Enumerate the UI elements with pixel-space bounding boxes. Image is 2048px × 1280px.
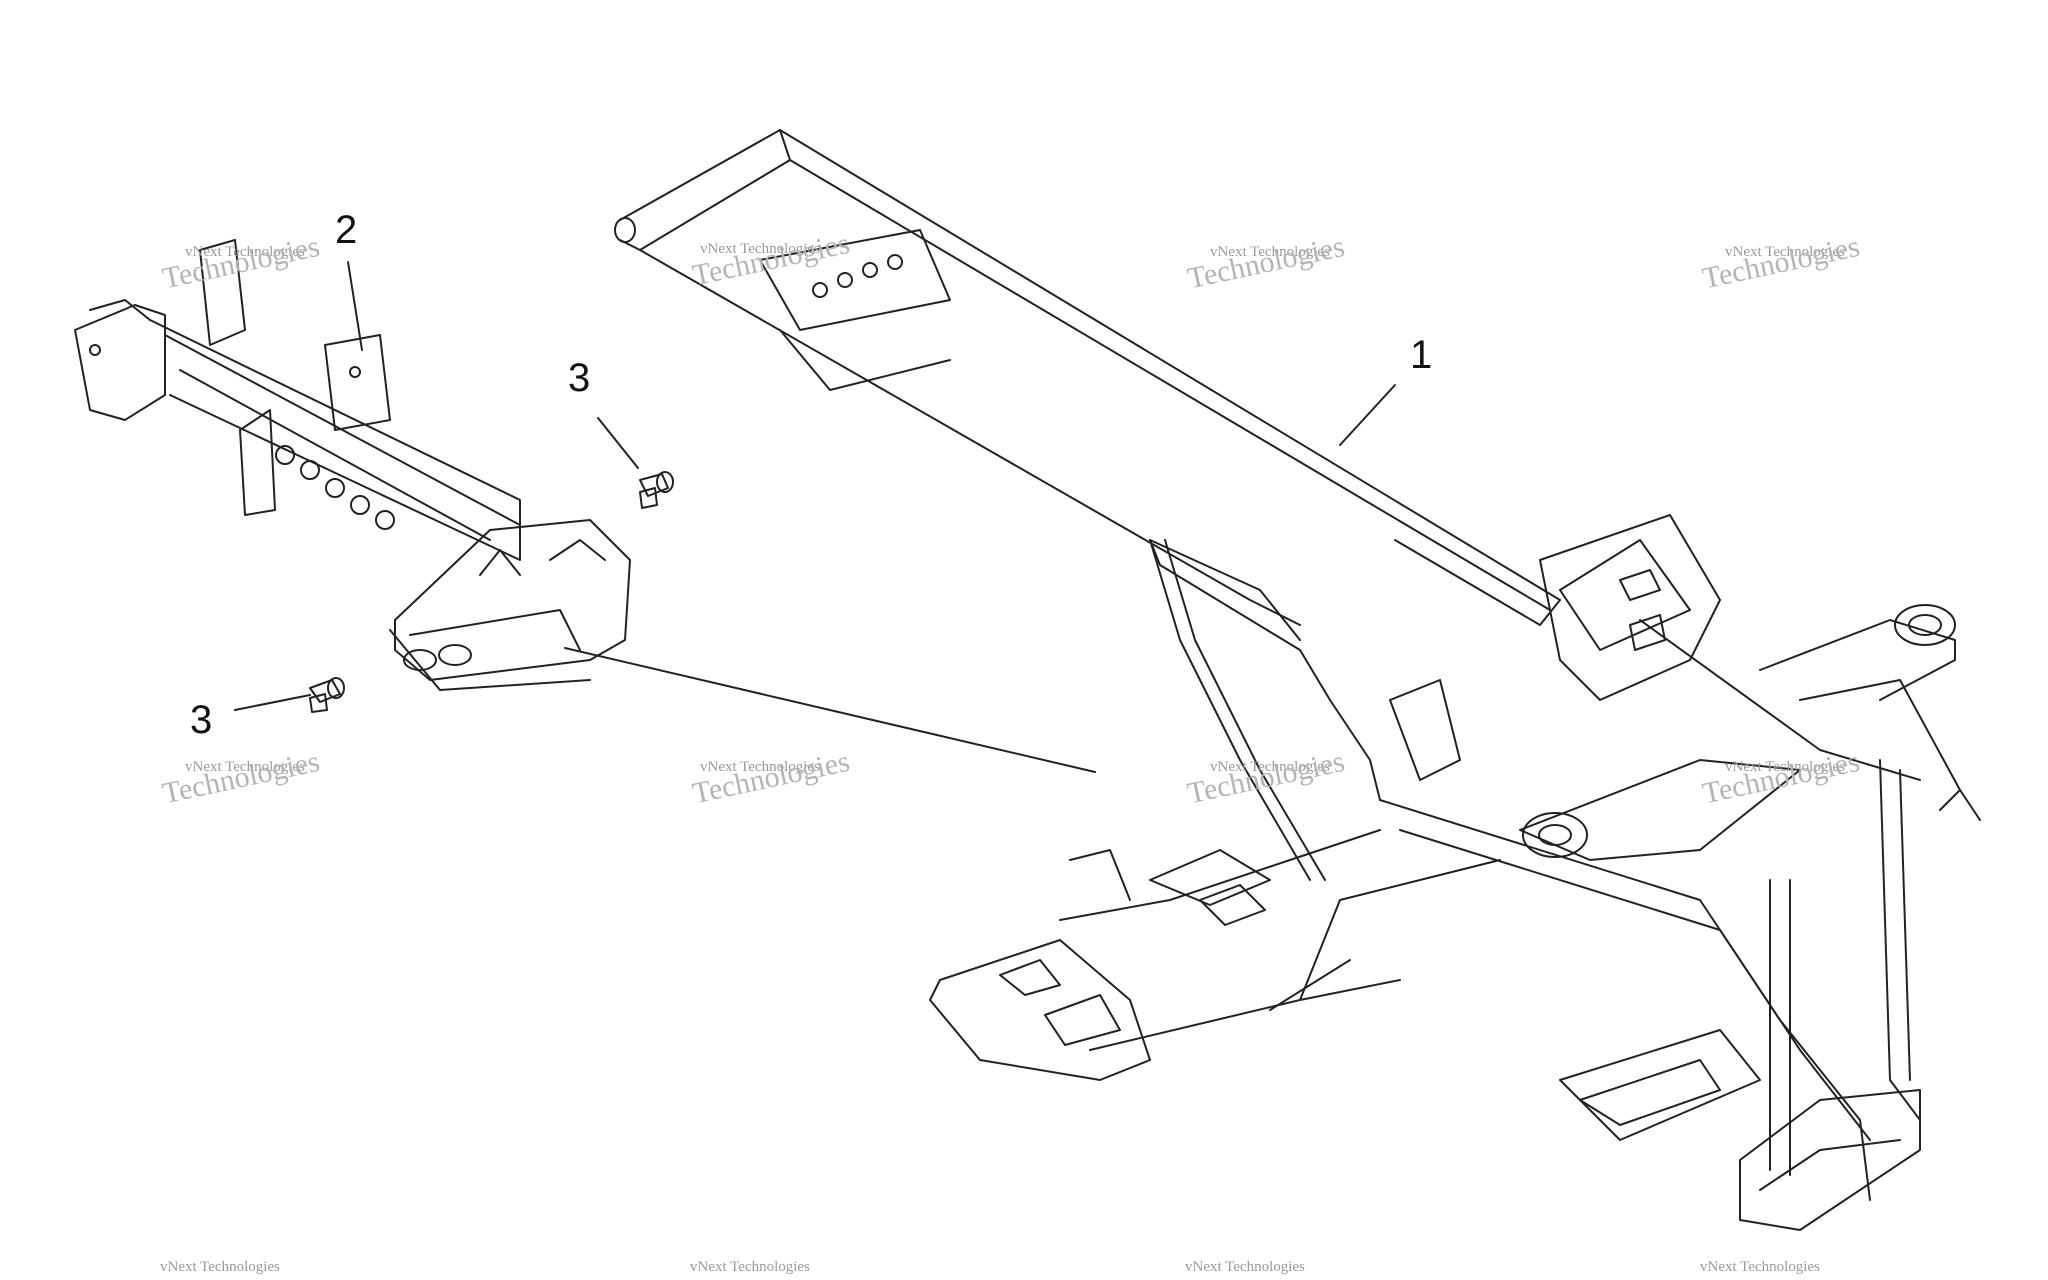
bolt-upper <box>639 471 674 509</box>
callout-2: 2 <box>335 208 358 252</box>
bolt-lower <box>309 677 345 713</box>
callout-3-lower: 3 <box>190 698 213 742</box>
callout-1: 1 <box>1410 333 1433 377</box>
main-frame <box>614 129 1981 1231</box>
leader-lines <box>234 261 1396 773</box>
front-bumper-assembly <box>74 239 631 691</box>
callout-3-upper: 3 <box>568 356 591 400</box>
